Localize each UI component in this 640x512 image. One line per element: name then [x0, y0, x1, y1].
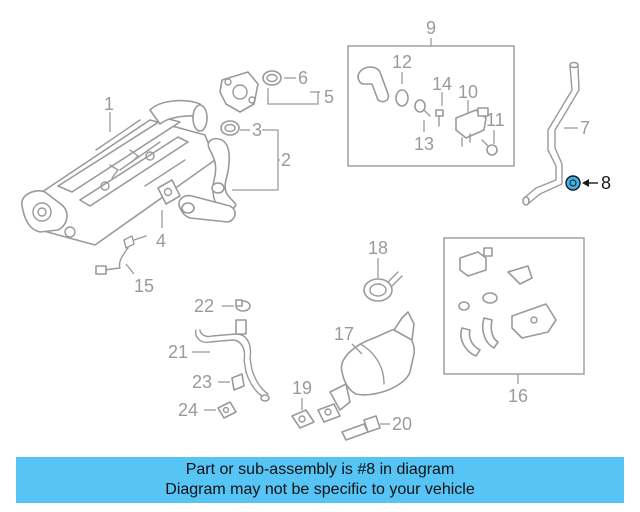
- box16-clamps: [458, 292, 498, 311]
- converter-part-17: [317, 311, 415, 423]
- callout-18: 18: [368, 238, 388, 258]
- sensor-part-10: [455, 107, 489, 147]
- clamp-part-22: [235, 299, 251, 312]
- callout-3: 3: [252, 120, 262, 140]
- info-banner: Part or sub-assembly is #8 in diagram Di…: [16, 457, 624, 503]
- callout-19: 19: [292, 378, 312, 398]
- callout-15: 15: [134, 276, 154, 296]
- gasket-part-4: [157, 179, 181, 205]
- egr-tube-part-2: [178, 137, 237, 223]
- gasket-part-3: [220, 120, 240, 136]
- box16-sensor: [459, 247, 493, 277]
- pipe-part-7: [522, 61, 580, 206]
- banner-line-2: Diagram may not be specific to your vehi…: [165, 481, 475, 498]
- hose-part-21: [195, 319, 270, 402]
- callout-8: 8: [601, 173, 611, 193]
- egr-cooler-part-1: [21, 99, 216, 246]
- bolt-part-14: [435, 109, 444, 127]
- bolt-part-11: [481, 139, 498, 156]
- box16-plate: [511, 303, 557, 339]
- callout-7: 7: [580, 118, 590, 138]
- clamp-part-18: [363, 271, 403, 302]
- o-ring-part-6: [262, 70, 282, 86]
- callout-20: 20: [392, 414, 412, 434]
- bolt-part-20: [341, 415, 381, 441]
- callout-23: 23: [192, 372, 212, 392]
- callout-12: 12: [392, 52, 412, 72]
- water-outlet-part-5: [219, 71, 259, 113]
- callout-22: 22: [194, 296, 214, 316]
- clamp-part-12b: [395, 89, 409, 107]
- callout-24: 24: [178, 400, 198, 420]
- callout-14: 14: [432, 74, 452, 94]
- assembly-box-16: [443, 237, 585, 375]
- callout-10: 10: [458, 82, 478, 102]
- bolt-part-13: [414, 99, 431, 117]
- callout-9: 9: [426, 18, 436, 38]
- nut-part-8: [565, 175, 581, 191]
- callout-5: 5: [324, 87, 334, 107]
- callout-16: 16: [508, 386, 528, 406]
- callout-21: 21: [168, 342, 188, 362]
- box16-bracket: [507, 265, 533, 285]
- callout-2: 2: [281, 150, 291, 170]
- box16-hoses: [460, 317, 499, 357]
- gasket-part-19: [291, 409, 315, 429]
- hose-part-12: [357, 66, 390, 103]
- callout-13: 13: [414, 134, 434, 154]
- callout-1: 1: [104, 94, 114, 114]
- bracket-part-24: [217, 401, 237, 419]
- callout-17: 17: [334, 324, 354, 344]
- sensor-wire-part-15: [95, 235, 147, 275]
- callout-6: 6: [298, 68, 308, 88]
- callout-4: 4: [156, 231, 166, 251]
- banner-line-1: Part or sub-assembly is #8 in diagram: [185, 461, 455, 478]
- clamp-part-23: [231, 373, 245, 391]
- callout-11: 11: [486, 110, 505, 130]
